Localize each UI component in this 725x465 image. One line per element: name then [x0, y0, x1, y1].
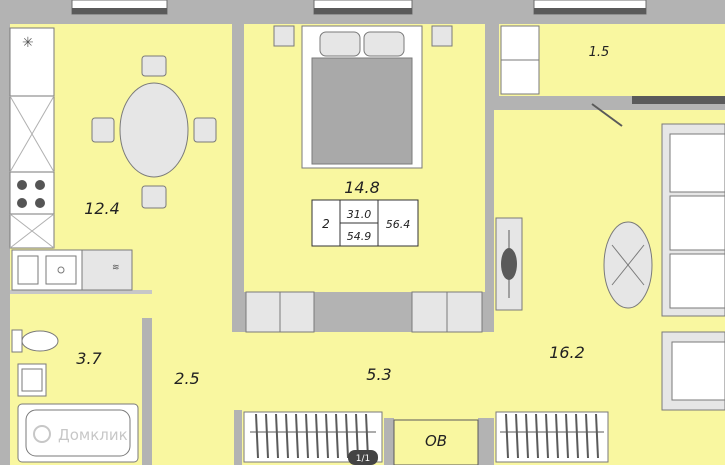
nightstand-left	[273, 25, 295, 47]
ventilation-shaft	[393, 419, 479, 465]
page-indicator: 1/1	[348, 450, 378, 465]
bed	[301, 25, 423, 169]
loggia-cabinet	[500, 25, 540, 95]
bedroom-wardrobe-right	[411, 291, 483, 333]
kitchen-and-total-area: 54.9	[347, 230, 372, 243]
stove-icon	[17, 180, 45, 208]
svg-text:✳: ✳	[22, 35, 34, 51]
nightstand-right	[431, 25, 453, 47]
bedroom-wardrobe-left	[245, 291, 315, 333]
corridor-floor	[234, 332, 494, 410]
toilet	[11, 329, 59, 353]
dining-table	[91, 55, 217, 209]
svg-text:≋: ≋	[112, 263, 120, 273]
living-area: 31.0	[347, 208, 372, 221]
kitchen-counter: ✳	[9, 27, 55, 249]
kitchen-sink: ≋	[11, 249, 133, 291]
watermark-text: Домклик	[58, 426, 128, 444]
corridor-area-label: 5.3	[366, 365, 391, 384]
kitchen-area-label: 12.4	[84, 199, 120, 218]
armchair	[661, 331, 725, 411]
bedroom-area-label: 14.8	[344, 178, 380, 197]
sofa	[661, 123, 725, 317]
ventilation-label: OB	[425, 432, 447, 450]
hallway-floor	[152, 292, 234, 465]
area-summary-box: 2 31.0 54.9 56.4	[311, 199, 419, 247]
page-indicator-text: 1/1	[356, 454, 370, 464]
tv-stand	[495, 217, 523, 311]
chair-top	[141, 55, 167, 77]
rooms-count: 2	[322, 217, 330, 231]
windows	[71, 0, 647, 15]
hallway-area-label: 2.5	[174, 369, 199, 388]
coffee-table	[603, 221, 653, 309]
total-area: 56.4	[386, 218, 411, 231]
living-room-area-label: 16.2	[549, 343, 585, 362]
chair-bottom	[141, 185, 167, 209]
balcony-door	[591, 96, 725, 127]
chair-right	[193, 117, 217, 143]
bathtub	[17, 403, 139, 463]
loggia-area-label: 1.5	[589, 45, 610, 60]
bathroom-area-label: 3.7	[76, 349, 102, 368]
inner-walls	[10, 24, 725, 465]
chair-left	[91, 117, 115, 143]
watermark: Домклик	[33, 425, 128, 444]
washbasin	[17, 363, 47, 397]
corridor-wardrobe-right	[495, 411, 609, 463]
kitchen-lower-floor	[10, 292, 152, 318]
